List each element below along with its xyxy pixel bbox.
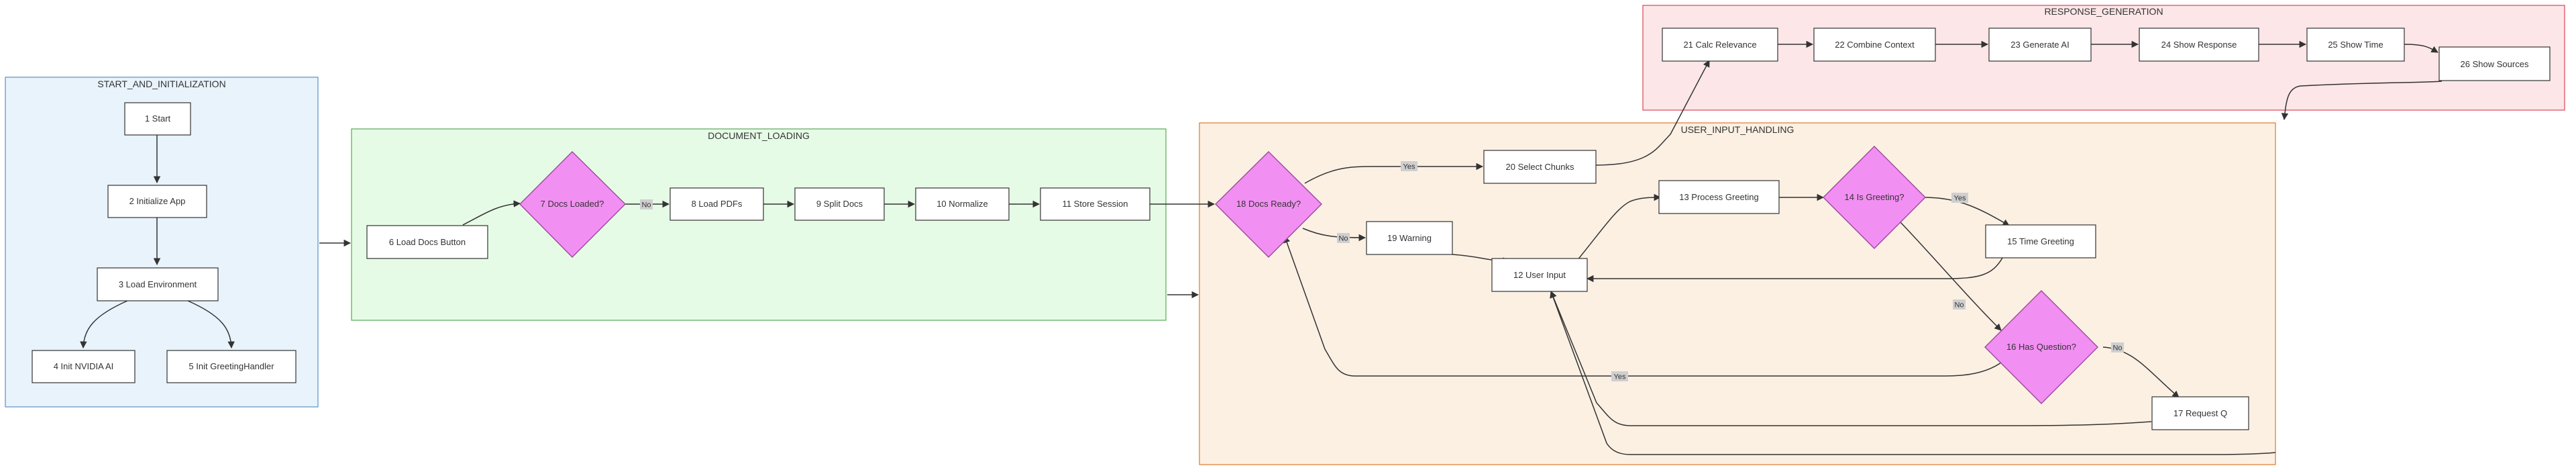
node-label: 2 Initialize App [129, 196, 186, 206]
edge-18-20 [1304, 162, 1484, 184]
node-13-process-greeting: 13 Process Greeting [1658, 180, 1780, 214]
node-20-select-chunks: 20 Select Chunks [1483, 150, 1597, 184]
node-label: 13 Process Greeting [1679, 192, 1759, 202]
node-1-start: 1 Start [124, 102, 191, 136]
node-3-load-environment: 3 Load Environment [97, 267, 219, 301]
cluster-user-input-handling: USER_INPUT_HANDLING [1199, 122, 2276, 465]
node-label: 14 Is Greeting? [1845, 192, 1904, 202]
node-16-has-question-decision: 16 Has Question? [1984, 290, 2098, 404]
edge-label-14-15: Yes [1951, 193, 1968, 203]
edge-3-4 [80, 300, 128, 349]
edge-label-text: No [1954, 301, 1964, 310]
node-25-show-time: 25 Show Time [2306, 28, 2405, 62]
node-5-init-greetinghandler: 5 Init GreetingHandler [166, 350, 297, 383]
cluster-title: RESPONSE_GENERATION [2044, 6, 2163, 17]
edge-3-5 [187, 300, 235, 349]
node-label: 26 Show Sources [2461, 59, 2529, 69]
node-9-split-docs: 9 Split Docs [794, 187, 885, 221]
edge-14-16 [1899, 221, 2002, 331]
node-19-warning: 19 Warning [1366, 221, 1453, 255]
node-label: 23 Generate AI [2010, 40, 2069, 50]
edge-25-26 [2404, 44, 2438, 53]
node-26-show-sources: 26 Show Sources [2438, 46, 2551, 81]
node-label: 9 Split Docs [816, 199, 863, 209]
node-23-generate-ai: 23 Generate AI [1988, 28, 2092, 62]
edge-17-12 [1550, 291, 2152, 426]
edge-label-text: No [1338, 235, 1348, 243]
node-label: 8 Load PDFs [692, 199, 743, 209]
node-label: 24 Show Response [2161, 40, 2237, 50]
node-24-show-response: 24 Show Response [2139, 28, 2259, 62]
node-18-docs-ready-decision: 18 Docs Ready? [1215, 151, 1322, 258]
edge-label-18-20: Yes [1401, 161, 1417, 171]
edge-16-18 [1283, 236, 2002, 377]
edge-label-text: Yes [1614, 373, 1626, 381]
node-label: 25 Show Time [2328, 40, 2383, 50]
node-12-user-input: 12 User Input [1491, 258, 1588, 292]
node-label: 4 Init NVIDIA AI [54, 361, 114, 371]
node-11-store-session: 11 Store Session [1040, 187, 1150, 221]
edge-15-12 [1586, 257, 2003, 283]
node-17-request-q: 17 Request Q [2151, 396, 2249, 430]
edge-label-16-18: Yes [1611, 371, 1628, 381]
node-21-calc-relevance: 21 Calc Relevance [1662, 28, 1778, 62]
edge-label-14-16: No [1953, 299, 1966, 310]
cluster-document-loading: DOCUMENT_LOADING [351, 128, 1167, 321]
node-label: 16 Has Question? [2006, 342, 2076, 352]
node-label: 19 Warning [1387, 233, 1432, 243]
edge-20-21 [1595, 60, 1710, 166]
edge-label-7-8: No [640, 199, 653, 209]
node-label: 6 Load Docs Button [389, 237, 466, 247]
edge-label-text: Yes [1954, 195, 1966, 203]
cluster-response-generation: RESPONSE_GENERATION [1642, 5, 2565, 111]
node-label: 3 Load Environment [119, 279, 197, 289]
node-label: 15 Time Greeting [2007, 236, 2074, 246]
edge-label-text: Yes [1403, 163, 1415, 171]
node-15-time-greeting: 15 Time Greeting [1985, 224, 2096, 258]
node-label: 18 Docs Ready? [1236, 199, 1301, 209]
node-14-is-greeting-decision: 14 Is Greeting? [1823, 146, 1926, 249]
node-label: 12 User Input [1513, 270, 1566, 280]
node-label: 21 Calc Relevance [1683, 40, 1756, 50]
edge-18-19 [1302, 228, 1366, 242]
edge-12-13 [1576, 193, 1662, 261]
edge-label-16-17: No [2111, 342, 2124, 352]
cluster-title: DOCUMENT_LOADING [708, 130, 810, 141]
node-label: 5 Init GreetingHandler [189, 361, 274, 371]
node-label: 17 Request Q [2174, 408, 2227, 418]
node-label: 10 Normalize [936, 199, 988, 209]
node-label: 7 Docs Loaded? [541, 199, 604, 209]
node-10-normalize: 10 Normalize [915, 187, 1010, 221]
edge-26-response [2281, 81, 2443, 121]
node-label: 1 Start [145, 113, 171, 124]
node-2-initialize-app: 2 Initialize App [107, 185, 207, 218]
node-label: 22 Combine Context [1835, 40, 1915, 50]
edge-6-7 [462, 200, 521, 226]
edge-response-12 [1550, 291, 2276, 455]
cluster-title: USER_INPUT_HANDLING [1681, 124, 1794, 135]
node-7-docs-loaded-decision: 7 Docs Loaded? [519, 151, 626, 258]
edge-label-18-19: No [1337, 233, 1350, 243]
cluster-title: START_AND_INITIALIZATION [97, 79, 225, 89]
node-6-load-docs-button: 6 Load Docs Button [366, 225, 488, 259]
node-label: 20 Select Chunks [1506, 162, 1574, 172]
node-22-combine-context: 22 Combine Context [1813, 28, 1936, 62]
node-8-load-pdfs: 8 Load PDFs [669, 187, 764, 221]
node-label: 11 Store Session [1062, 199, 1128, 209]
edge-label-text: No [641, 201, 651, 209]
edge-14-15 [1923, 197, 2010, 226]
edge-label-text: No [2112, 344, 2122, 352]
node-4-init-nvidia-ai: 4 Init NVIDIA AI [32, 350, 136, 383]
